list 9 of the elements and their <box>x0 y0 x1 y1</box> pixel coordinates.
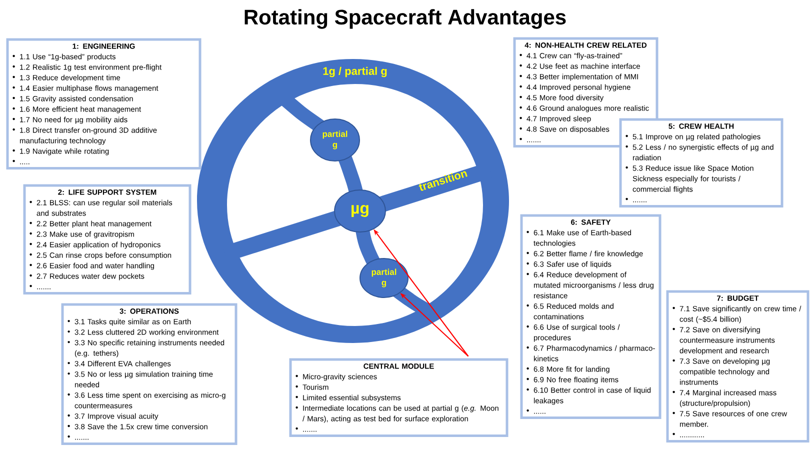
info-box <box>666 290 810 442</box>
info-box <box>619 118 784 208</box>
info-box <box>289 358 508 437</box>
info-box <box>61 303 238 445</box>
title: Rotating Spacecraft Advantages <box>244 9 566 29</box>
ring-label: 1g / partial g <box>323 66 387 78</box>
info-box <box>6 38 202 170</box>
info-box <box>520 214 662 419</box>
info-box <box>23 184 192 294</box>
